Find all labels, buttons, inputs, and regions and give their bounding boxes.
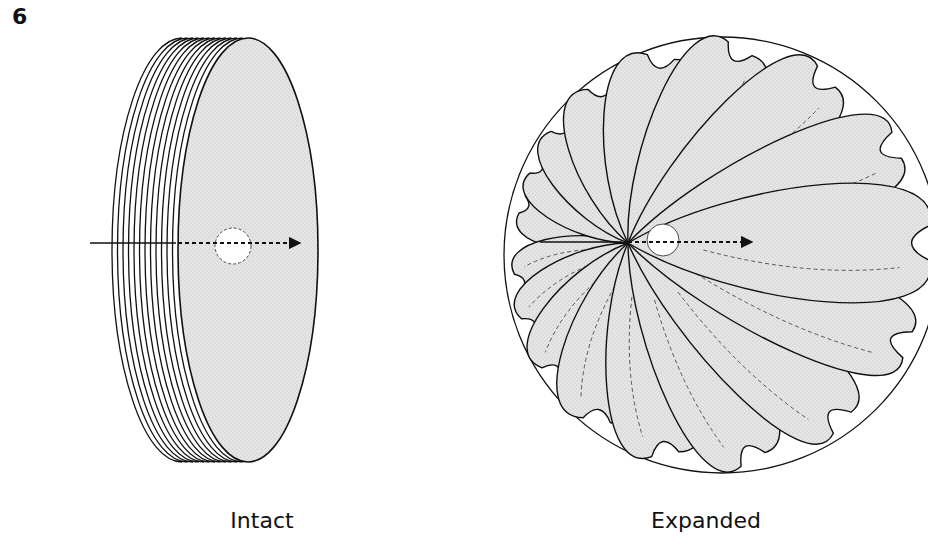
disc-face: [178, 38, 318, 462]
axis-arrow: [178, 242, 300, 244]
center-hole: [215, 228, 251, 264]
axis-arrow: [628, 241, 752, 243]
axis-arrow: [90, 242, 176, 244]
intact-disc-stack: [90, 38, 318, 462]
axis-arrow: [540, 241, 622, 243]
state-label: Expanded: [651, 508, 761, 533]
expanded-sheets: [504, 36, 928, 473]
sheet-fold: [703, 250, 899, 270]
state-label: Intact: [230, 508, 293, 533]
center-hole: [647, 224, 679, 256]
expanded-sheet: [628, 183, 928, 303]
figure-number: 6: [12, 4, 27, 29]
